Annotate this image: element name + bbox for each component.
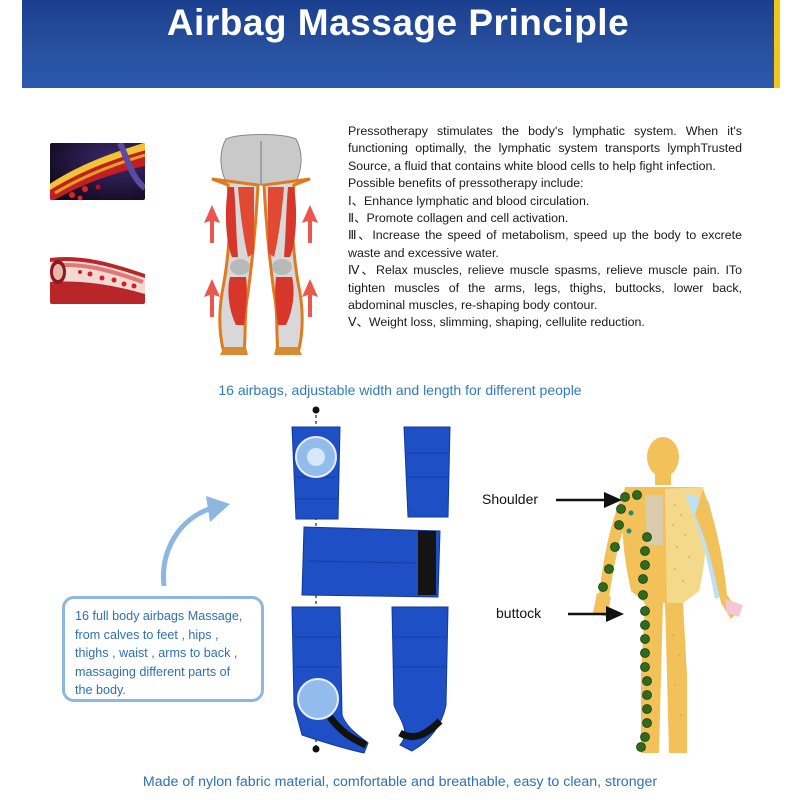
benefit-item: Ⅴ、Weight loss, slimming, shaping, cellul…	[348, 315, 645, 330]
intro-text: Pressotherapy stimulates the body's lymp…	[348, 124, 742, 173]
header-banner: Airbag Massage Principle	[22, 0, 780, 88]
shoulder-label: Shoulder	[482, 491, 539, 507]
benefit-item: Ⅱ、Promote collagen and cell activation.	[348, 211, 569, 226]
banner-accent-bar	[774, 0, 780, 88]
body-acupoint-figure	[575, 435, 745, 760]
airbag-garments-image	[280, 405, 470, 760]
footer-caption: Made of nylon fabric material, comfortab…	[142, 774, 658, 790]
buttock-arrow-icon	[568, 604, 626, 624]
pressotherapy-description: Pressotherapy stimulates the body's lymp…	[348, 123, 742, 332]
artery-icon	[50, 248, 145, 304]
benefit-item: Ⅲ、Increase the speed of metabolism, spee…	[348, 228, 742, 260]
leg-muscles-figure	[198, 133, 324, 357]
airbags-info-box: 16 full body airbags Massage, from calve…	[62, 596, 264, 702]
buttock-label: buttock	[496, 605, 542, 621]
airbags-caption: 16 airbags, adjustable width and length …	[218, 382, 582, 398]
shoulder-arrow-icon	[556, 490, 624, 510]
benefits-heading: Possible benefits of pressotherapy inclu…	[348, 176, 584, 191]
benefit-item: Ⅳ、Relax muscles, relieve muscle spasms, …	[348, 263, 742, 313]
blood-vessel-icon	[50, 143, 145, 200]
curved-arrow-icon	[150, 490, 240, 590]
page-title: Airbag Massage Principle	[166, 2, 630, 43]
benefit-item: Ⅰ、Enhance lymphatic and blood circulatio…	[348, 193, 590, 208]
